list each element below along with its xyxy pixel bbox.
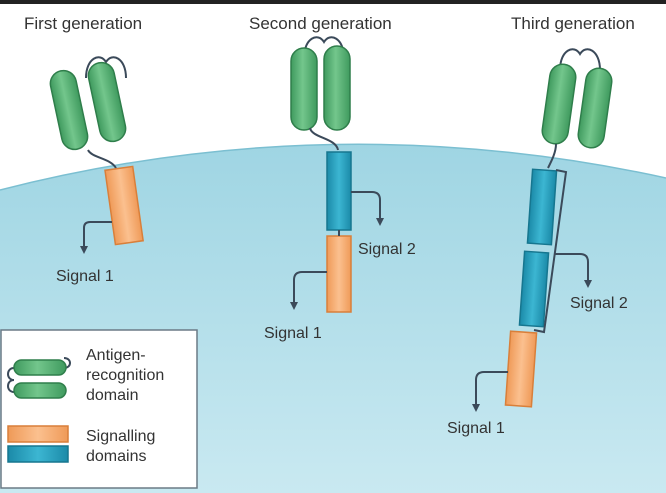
antigen-domain-right xyxy=(87,61,127,143)
second-generation-title: Second generation xyxy=(249,14,392,33)
legend-blue-domain-icon xyxy=(7,445,69,463)
first-generation-receptor xyxy=(49,56,144,254)
signal-2-arrow xyxy=(351,191,384,226)
third-signal-1-label: Signal 1 xyxy=(447,420,505,437)
signalling-domain-blue xyxy=(326,151,352,231)
legend-signal-line1: Signalling xyxy=(86,428,155,445)
legend-antigen-domain-icon-2 xyxy=(13,382,67,399)
legend: Antigen- recognition domain Signalling d… xyxy=(0,329,198,489)
signalling-domain-blue-1 xyxy=(526,168,558,246)
signalling-domain-orange xyxy=(504,330,538,408)
signal-1-arrow xyxy=(472,371,508,412)
membrane-edge xyxy=(0,143,666,191)
third-generation-title: Third generation xyxy=(511,14,635,33)
third-generation-receptor xyxy=(472,48,613,412)
legend-antigen-line2: recognition xyxy=(86,367,164,384)
antigen-linker xyxy=(85,56,127,79)
legend-antigen-domain-icon xyxy=(13,359,67,376)
antigen-domain-left xyxy=(290,47,318,131)
third-signal-2-label: Signal 2 xyxy=(570,295,628,312)
signalling-domain-blue-2 xyxy=(518,250,550,328)
second-generation-receptor xyxy=(290,36,384,313)
legend-antigen-line1: Antigen- xyxy=(86,347,146,364)
stalk xyxy=(87,149,117,169)
signal-2-arrow xyxy=(555,253,592,288)
antigen-domain-right xyxy=(577,67,613,149)
legend-signal-line2: domains xyxy=(86,448,146,465)
antigen-linker xyxy=(559,48,601,71)
antigen-domain-left xyxy=(49,69,89,151)
stalk xyxy=(309,127,339,151)
legend-antigen-line3: domain xyxy=(86,387,138,404)
signal-1-arrow xyxy=(290,271,327,310)
signalling-domain-orange xyxy=(104,165,144,246)
antigen-domain-right xyxy=(323,45,351,131)
signal-1-arrow xyxy=(80,221,112,254)
first-generation-title: First generation xyxy=(24,14,142,33)
signalling-domain-orange xyxy=(326,235,352,313)
second-signal-2-label: Signal 2 xyxy=(358,241,416,258)
signal-2-bracket xyxy=(533,169,568,334)
top-border xyxy=(0,0,666,4)
legend-orange-domain-icon xyxy=(7,425,69,443)
antigen-domain-left xyxy=(541,63,577,145)
antigen-linker xyxy=(303,36,345,59)
second-signal-1-label: Signal 1 xyxy=(264,325,322,342)
first-signal-1-label: Signal 1 xyxy=(56,268,114,285)
stalk xyxy=(547,143,557,169)
legend-antigen-linker xyxy=(7,367,15,393)
